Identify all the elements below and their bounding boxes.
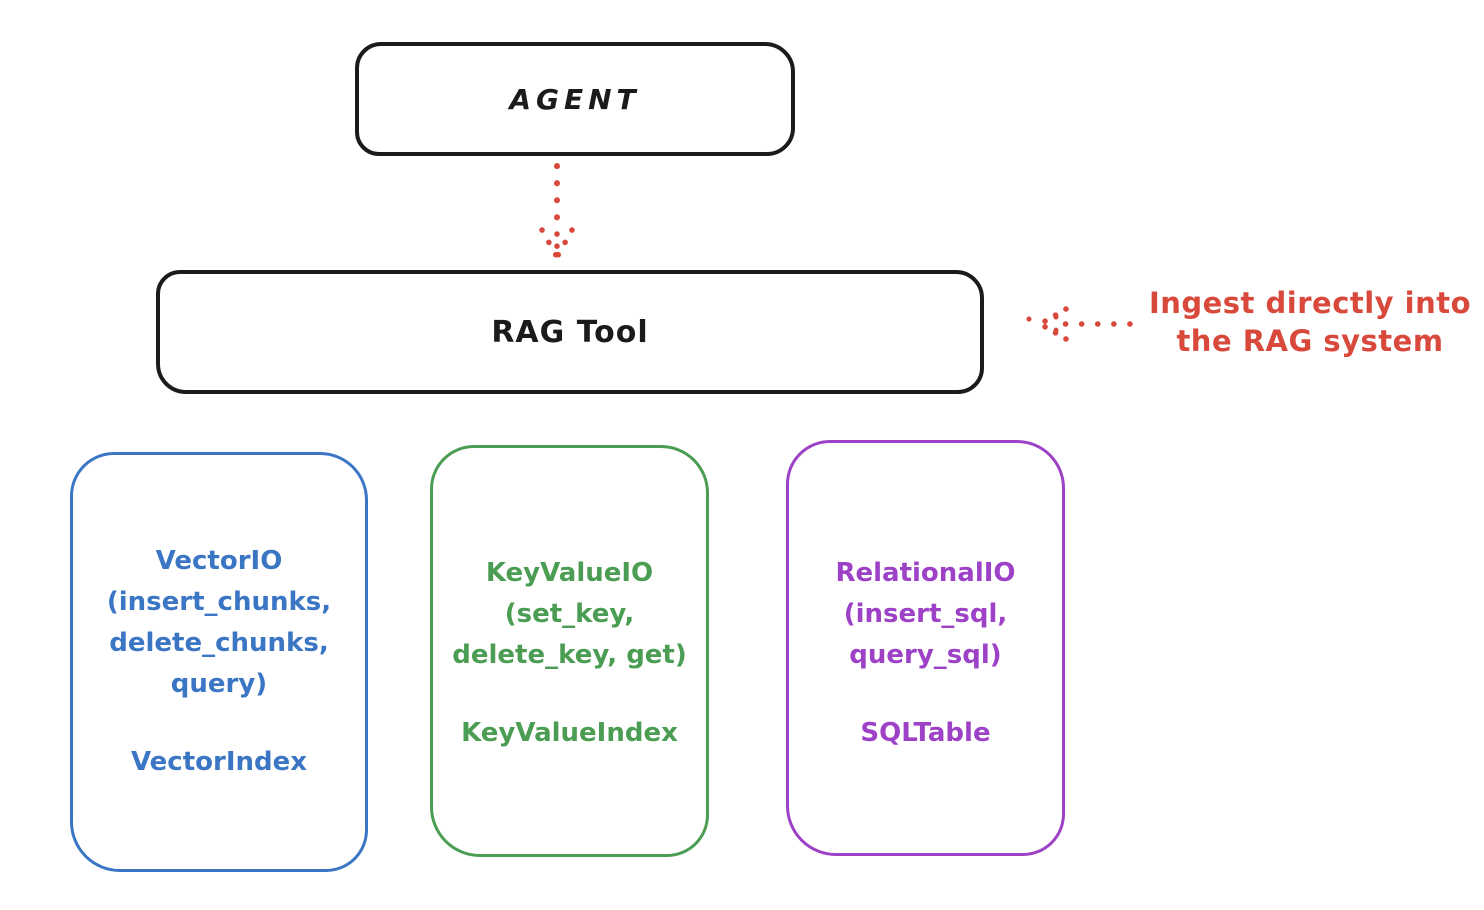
keyvalue-index-label: KeyValueIndex (461, 718, 678, 748)
agent-node: AGENT (355, 42, 795, 156)
keyvalue-io-title-line: KeyValueIO (485, 558, 654, 588)
keyvalue-io-title-line: delete_key, get) (452, 640, 687, 670)
vector-io-title-line: (insert_chunks, (106, 587, 332, 617)
ingest-annotation: Ingest directly into the RAG system (1138, 284, 1482, 360)
rag-tool-label: RAG Tool (491, 314, 649, 350)
agent-label: AGENT (509, 82, 641, 116)
annotation-to-ragtool-arrow (1020, 302, 1136, 346)
vector-io-title-line: query) (170, 669, 268, 699)
dotted-left-arrow-icon (1026, 306, 1133, 342)
dotted-down-arrow-icon (539, 163, 575, 261)
relational-io-title-line: query_sql) (849, 640, 1002, 670)
vector-io-node: VectorIO (insert_chunks, delete_chunks, … (70, 452, 368, 872)
agent-to-ragtool-arrow (535, 160, 579, 266)
ingest-annotation-line1: Ingest directly into (1148, 286, 1472, 320)
ingest-annotation-line2: the RAG system (1176, 324, 1444, 358)
relational-io-title-line: (insert_sql, (843, 599, 1008, 629)
keyvalue-io-node: KeyValueIO (set_key, delete_key, get) Ke… (430, 445, 709, 857)
relational-io-title-line: RelationalIO (835, 558, 1016, 588)
relational-io-node: RelationalIO (insert_sql, query_sql) SQL… (786, 440, 1065, 856)
vector-io-title-line: delete_chunks, (109, 628, 329, 658)
vector-index-label: VectorIndex (130, 747, 308, 777)
vector-io-title-line: VectorIO (155, 546, 283, 576)
sql-table-label: SQLTable (860, 718, 991, 748)
rag-tool-node: RAG Tool (156, 270, 984, 394)
keyvalue-io-title-line: (set_key, (504, 599, 635, 629)
